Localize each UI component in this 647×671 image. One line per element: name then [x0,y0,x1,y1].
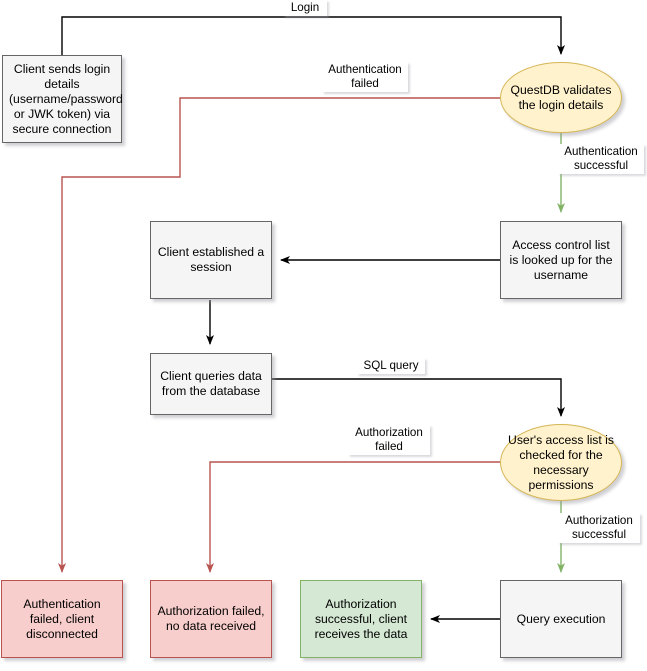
edge-label-authorization-failed: Authorization failed [348,425,430,455]
node-label: Client established a session [157,245,265,274]
node-auth-failed[interactable]: Authentication failed, client disconnect… [1,580,123,658]
edge-label-login: Login [283,0,327,16]
node-label: Query execution [516,611,606,626]
node-acl-lookup[interactable]: Access control list is looked up for the… [500,221,622,299]
node-label: Authorization failed, no data received [157,604,265,633]
edge-label-authorization-successful: Authorization successful [558,513,640,543]
node-label: User's access list is checked for the ne… [508,432,614,492]
node-authz-success[interactable]: Authorization successful, client receive… [300,580,422,658]
node-questdb-validates[interactable]: QuestDB validates the login details [500,62,622,133]
node-label: Authentication failed, client disconnect… [23,596,101,641]
node-label: Client sends login details (username/pas… [9,61,123,136]
node-label: QuestDB validates the login details [510,82,612,112]
node-label: Authorization successful, client receive… [314,596,408,641]
edge-label-authentication-failed: Authentication failed [322,62,408,92]
node-authz-failed[interactable]: Authorization failed, no data received [150,580,272,658]
edge-label-authentication-successful: Authentication successful [558,144,644,174]
node-client-queries[interactable]: Client queries data from the database [150,353,272,415]
node-query-execution[interactable]: Query execution [500,580,622,658]
node-label: Client queries data from the database [160,369,262,398]
node-label: Access control list is looked up for the… [509,237,613,282]
edge-authentication-failed [58,97,500,573]
edge-authorization-failed [206,461,500,573]
edge-login [61,16,565,55]
node-session-established[interactable]: Client established a session [150,221,272,299]
node-acl-check[interactable]: User's access list is checked for the ne… [500,424,622,501]
node-client-login[interactable]: Client sends login details (username/pas… [2,55,123,143]
edge-sql-query [272,378,565,417]
edge-label-sql-query: SQL query [357,358,425,374]
